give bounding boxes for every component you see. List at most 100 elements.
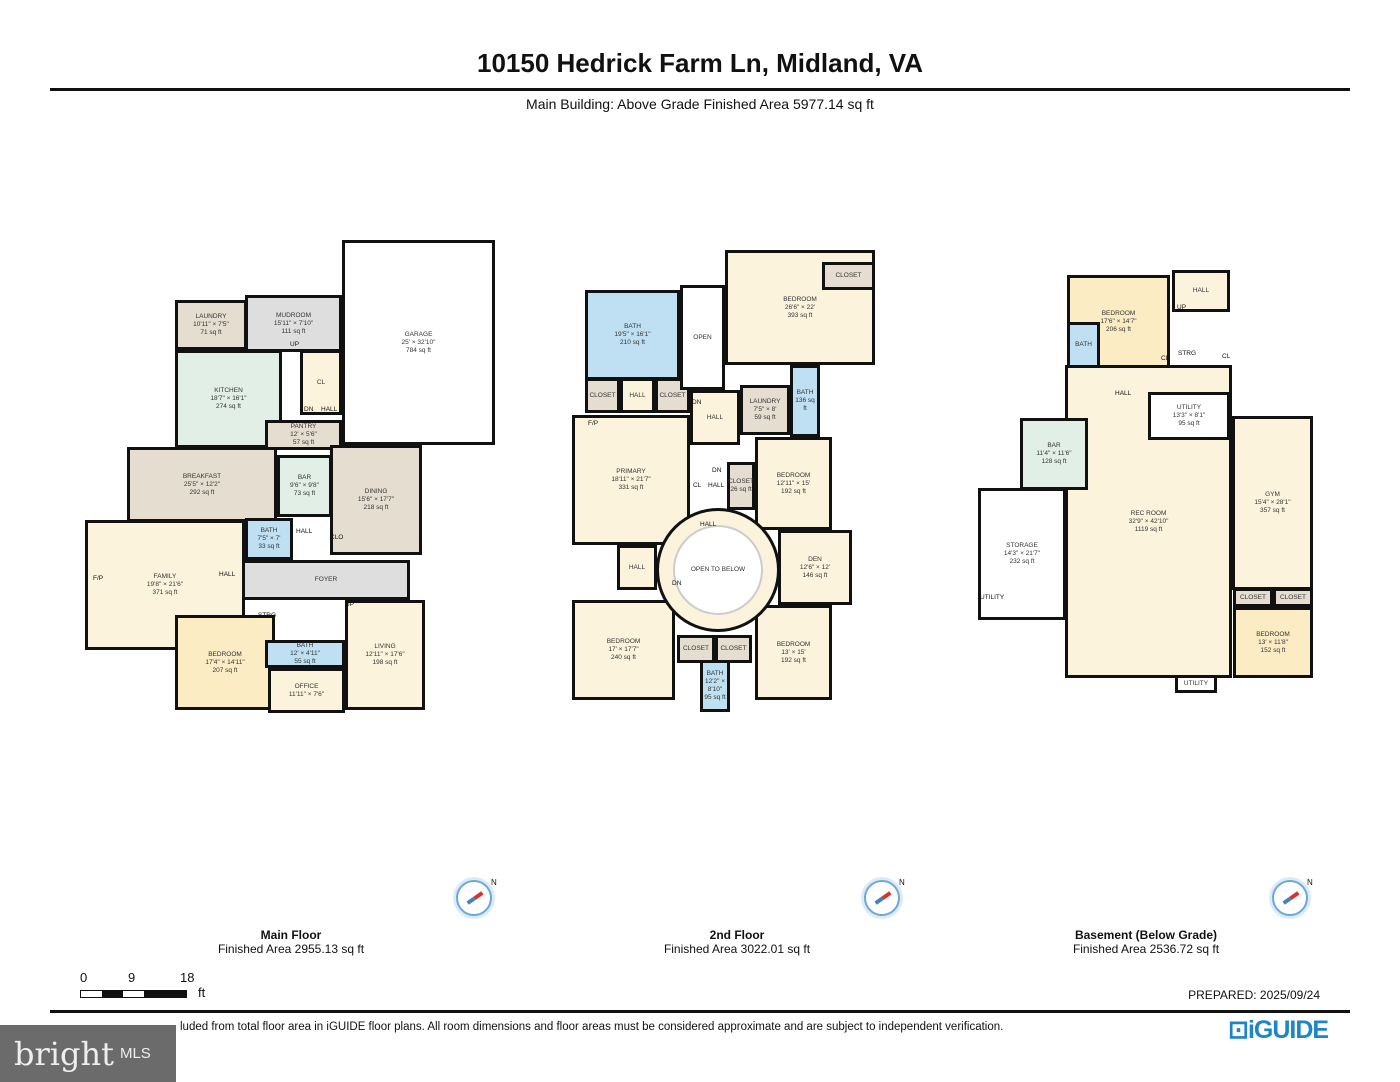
room-2nd-bedroom: Bedroom17' × 17'7"240 sq ft [572, 600, 675, 700]
room-2nd-bath: Bath136 sq ft [790, 365, 820, 437]
room-main-kitchen: Kitchen18'7" × 16'1"274 sq ft [175, 350, 282, 448]
watermark-subtext: MLS [119, 1045, 151, 1062]
room-name: Living [374, 643, 396, 650]
plan-annotation: UP [1177, 304, 1187, 311]
plan-annotation: CL [693, 482, 702, 489]
room-name: Hall [1192, 287, 1210, 294]
room-name: Closet [1239, 593, 1266, 601]
room-area: 198 sq ft [372, 659, 398, 666]
room-area: 218 sq ft [363, 504, 389, 511]
room-basement-closet: Closet [1233, 588, 1273, 607]
room-basement-utility: Utility13'3" × 8'1"95 sq ft [1148, 392, 1230, 440]
room-name: Closet [589, 391, 616, 399]
scale-tick: 18 [180, 970, 195, 985]
room-2nd-bath: Bath19'5" × 16'1"210 sq ft [585, 290, 680, 380]
plan-annotation: STRG [1178, 350, 1197, 357]
plan-annotation: F/P [588, 420, 599, 427]
plan-annotation: CL [1222, 353, 1231, 360]
room-area: 784 sq ft [406, 346, 431, 354]
room-main-pantry: Pantry12' × 5'6"57 sq ft [265, 420, 342, 450]
floor-name: Main Floor [260, 928, 322, 942]
room-area: 206 sq ft [1106, 325, 1131, 333]
room-name: Mudroom [275, 311, 312, 319]
plan-annotation: HALL [296, 528, 313, 535]
room-name: Bedroom [1256, 630, 1290, 638]
room-dims: 15'11" × 7'10" [273, 319, 314, 327]
room-area: 371 sq ft [152, 589, 178, 596]
room-basement-hall: Hall [1172, 270, 1230, 312]
room-name: Bedroom [783, 295, 817, 303]
room-dims: 18'7" × 16'1" [210, 395, 247, 402]
room-area: 240 sq ft [611, 654, 636, 661]
room-name: Bar [1047, 442, 1061, 449]
room-name: Bath [296, 642, 314, 649]
scale-graphic [80, 990, 187, 998]
room-name: Den [808, 555, 822, 563]
room-dims: 12'11" × 17'6" [365, 651, 405, 658]
room-dims: 17'4" × 14'11" [205, 658, 245, 666]
room-name: Family [153, 573, 177, 580]
plan-annotation: HALL [1115, 390, 1132, 397]
floor-name: Basement (Below Grade) [1074, 928, 1218, 942]
room-main-office: Office11'11" × 7'6" [268, 668, 345, 713]
room-name: Bar [297, 474, 312, 481]
room-dims: 7'5" × 7' [257, 535, 281, 542]
compass-icon [456, 880, 492, 916]
plan-annotation: HALL [321, 406, 338, 413]
room-name: Bath [1075, 341, 1092, 348]
room-basement-bath: Bath [1067, 322, 1100, 368]
room-name: Utility [1183, 680, 1209, 687]
room-dims: 25'5" × 12'2" [183, 480, 221, 488]
room-dims: 13' × 11'8" [1258, 638, 1288, 646]
room-name: Closet [720, 645, 747, 652]
room-area: 73 sq ft [293, 490, 316, 497]
room-2nd-bedroom: Bedroom13' × 15'192 sq ft [755, 605, 832, 700]
floor-area: Finished Area 2955.13 sq ft [217, 942, 365, 956]
room-area: 274 sq ft [216, 403, 241, 410]
room-dims: 13' × 15' [781, 648, 806, 656]
room-name: Kitchen [214, 387, 243, 394]
room-main-foyer: Foyer [242, 560, 410, 600]
iguide-logo: ⊡iGUIDE [1228, 1015, 1329, 1045]
room-dims: 10'11" × 7'5" [193, 321, 229, 328]
compass-north-label: N [491, 878, 497, 887]
footer-divider [50, 1010, 1350, 1013]
plan-annotation: CL [1161, 355, 1170, 362]
room-dims: 26'6" × 22' [784, 303, 816, 311]
room-area: 136 sq ft [795, 397, 815, 412]
room-name: Closet [659, 391, 686, 399]
room-dims: 15'6" × 17'7" [357, 496, 395, 503]
room-name: Bath [260, 527, 278, 534]
room-basement-bar: Bar11'4" × 11'6"128 sq ft [1020, 418, 1088, 490]
room-name: Breakfast [182, 472, 222, 480]
room-dims: 17' × 17'7" [608, 646, 639, 653]
iguide-logo-icon: ⊡ [1228, 1016, 1249, 1044]
compass-north-label: N [1307, 878, 1313, 887]
room-dims: 18'11" × 21'7" [611, 476, 651, 483]
room-dims: 17'6" × 14'7" [1100, 317, 1137, 325]
room-dims: 12'2" × 8'10" [705, 678, 725, 693]
page-title: 10150 Hedrick Farm Ln, Midland, VA [477, 48, 923, 78]
room-dims: 19'5" × 16'1" [614, 331, 651, 338]
room-name: Hall [629, 391, 646, 399]
room-2nd-hall: Hall [690, 390, 740, 445]
room-area: 210 sq ft [620, 339, 645, 346]
room-dims: 14'3" × 21'7" [1003, 550, 1041, 557]
room-dims: 7'5" × 8' [753, 406, 777, 413]
compass-north-label: N [899, 878, 905, 887]
floor-area: Finished Area 3022.01 sq ft [663, 942, 811, 956]
room-area: 55 sq ft [294, 658, 316, 665]
plan-annotation: HALL [700, 521, 717, 528]
room-dims: 12'11" × 15' [776, 479, 811, 487]
room-area: 331 sq ft [618, 484, 644, 491]
room-area: 192 sq ft [781, 656, 806, 664]
room-name: Bath [796, 389, 814, 396]
room-area: 57 sq ft [292, 439, 315, 446]
room-2nd-hall: Hall [620, 378, 655, 413]
floor-label-basement: Basement (Below Grade)Finished Area 2536… [1026, 928, 1266, 956]
prepared-date: PREPARED: 2025/09/24 [1188, 988, 1320, 1002]
plan-annotation: F/P [93, 575, 104, 582]
